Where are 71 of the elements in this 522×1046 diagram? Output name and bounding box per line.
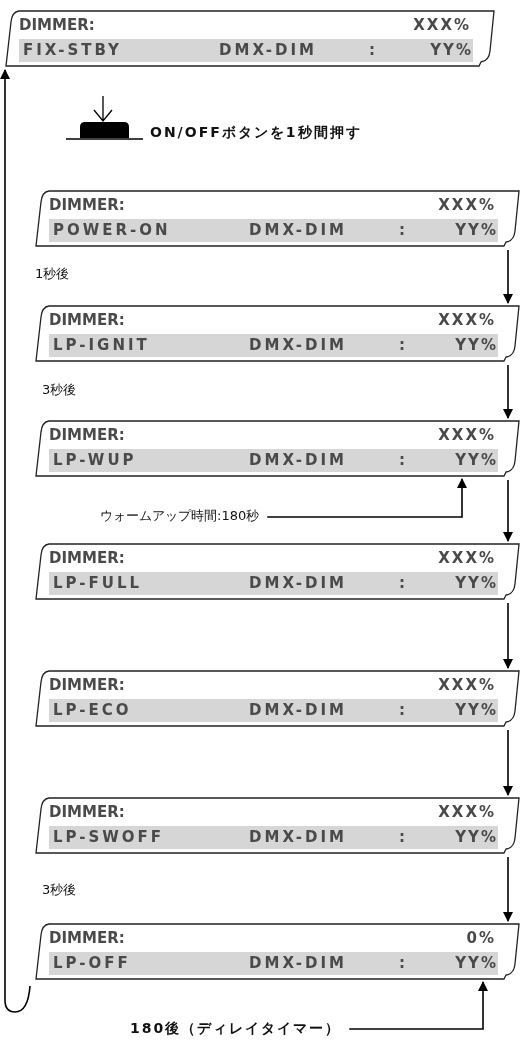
display-text: : — [399, 701, 408, 719]
display-text: DMX-DIM — [249, 336, 347, 354]
display-text: DMX-DIM — [219, 41, 317, 59]
display-text: XXX% — [438, 196, 496, 214]
display-text: XXX% — [438, 676, 496, 694]
display-text: POWER-ON — [53, 221, 171, 239]
display-text: XXX% — [438, 311, 496, 329]
display-text: DMX-DIM — [249, 574, 347, 592]
display-text: 0% — [466, 929, 496, 947]
display-panel — [35, 923, 520, 980]
display-text: : — [399, 954, 408, 972]
display-text: DMX-DIM — [249, 954, 347, 972]
display-text: LP-SWOFF — [53, 828, 165, 846]
display-text: DIMMER: — [49, 803, 125, 821]
display-panel — [35, 670, 520, 727]
arrow — [503, 364, 513, 419]
step-label: 1秒後 — [35, 266, 70, 282]
display-panel — [5, 10, 495, 67]
display-text: : — [369, 41, 378, 59]
display-text: DMX-DIM — [249, 221, 347, 239]
arrow — [266, 478, 467, 518]
display-text: XXX% — [438, 803, 496, 821]
display-text: DIMMER: — [49, 676, 125, 694]
display-text: YY% — [455, 828, 498, 846]
display-text: DIMMER: — [49, 311, 125, 329]
display-text: YY% — [430, 41, 473, 59]
display-text: YY% — [455, 451, 498, 469]
arrow — [0, 69, 31, 1013]
display-text: : — [399, 221, 408, 239]
display-text: : — [399, 336, 408, 354]
arrow — [503, 602, 513, 669]
display-text: XXX% — [438, 426, 496, 444]
display-text: DMX-DIM — [249, 701, 347, 719]
arrow — [503, 479, 513, 542]
display-text: YY% — [455, 221, 498, 239]
display-text: DIMMER: — [49, 196, 125, 214]
display-text: DIMMER: — [49, 929, 125, 947]
note-text: ウォームアップ時間:180秒 — [100, 508, 260, 524]
display-text: : — [399, 828, 408, 846]
step-label: 3秒後 — [42, 882, 77, 898]
arrow — [348, 981, 488, 1030]
note-text: 180後（ディレイタイマー） — [130, 1020, 342, 1036]
display-text: XXX% — [413, 16, 471, 34]
display-text: LP-IGNIT — [53, 336, 150, 354]
display-text: XXX% — [438, 549, 496, 567]
display-text: LP-WUP — [53, 451, 137, 469]
display-text: LP-ECO — [53, 701, 132, 719]
display-text: DIMMER: — [49, 426, 125, 444]
display-text: YY% — [455, 574, 498, 592]
display-text: YY% — [455, 954, 498, 972]
display-panel — [35, 543, 520, 600]
arrow — [503, 729, 513, 796]
display-text: FIX-STBY — [23, 41, 122, 59]
display-panel — [35, 190, 520, 247]
display-panel — [35, 305, 520, 362]
arrow — [503, 249, 513, 304]
instruction-text: ON/OFFボタンを1秒間押す — [150, 124, 362, 140]
display-text: DMX-DIM — [249, 828, 347, 846]
display-panel — [35, 420, 520, 477]
display-text: LP-OFF — [53, 954, 131, 972]
display-text: DIMMER: — [19, 16, 95, 34]
display-text: LP-FULL — [53, 574, 143, 592]
display-text: DMX-DIM — [249, 451, 347, 469]
arrow — [503, 856, 513, 922]
display-text: YY% — [455, 701, 498, 719]
display-panel — [35, 797, 520, 854]
display-text: YY% — [455, 336, 498, 354]
step-label: 3秒後 — [42, 382, 77, 398]
display-text: : — [399, 574, 408, 592]
display-text: DIMMER: — [49, 549, 125, 567]
display-text: : — [399, 451, 408, 469]
